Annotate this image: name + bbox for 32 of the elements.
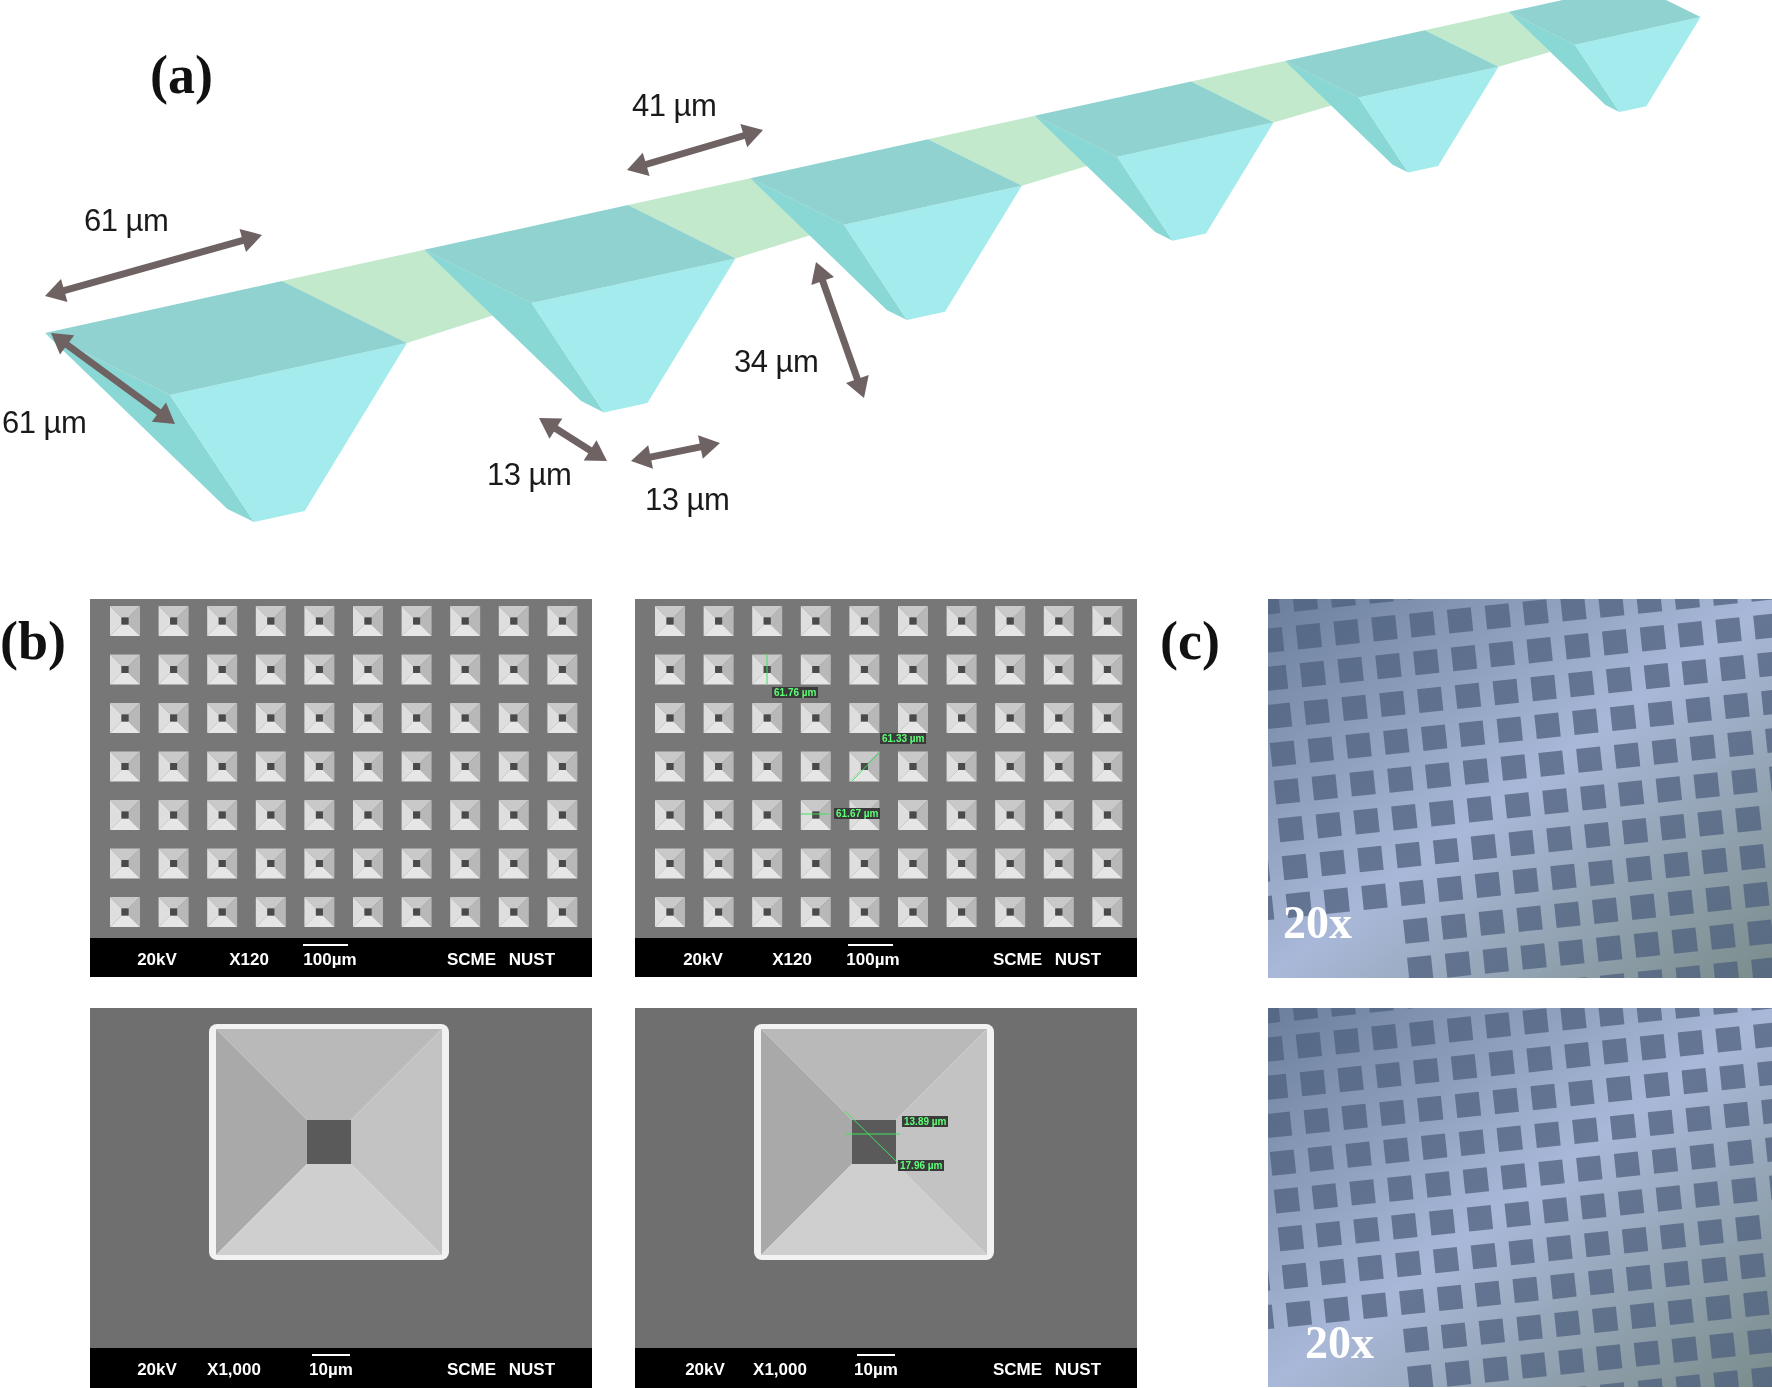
institution-text: SCME NUST [446, 1360, 556, 1380]
dimension-label: 61 µm [2, 406, 87, 441]
measurement-label: 61.33 µm [880, 733, 927, 744]
dimension-label: 13 µm [487, 458, 572, 493]
scale-bar-label: 10µm [309, 1360, 353, 1380]
dimension-label: 61 µm [84, 204, 169, 239]
panel-label: (c) [1160, 612, 1220, 672]
measurement-label: 17.96 µm [898, 1160, 945, 1171]
institution-text: SCME NUST [446, 950, 556, 970]
voltage-text: 20kV [685, 1360, 725, 1380]
institution-text: SCME NUST [992, 950, 1102, 970]
magnification-text: X1,000 [753, 1360, 807, 1380]
dimension-label: 13 µm [645, 483, 730, 518]
measurement-label: 61.76 µm [772, 687, 819, 698]
voltage-text: 20kV [683, 950, 723, 970]
magnification-text: X1,000 [207, 1360, 261, 1380]
magnification-label: 20x [1283, 898, 1352, 949]
voltage-text: 20kV [137, 1360, 177, 1380]
dimension-label: 41 µm [632, 89, 717, 124]
measurement-label: 13.89 µm [902, 1116, 949, 1127]
scale-bar-label: 100µm [846, 950, 900, 970]
panel-label: (b) [0, 612, 66, 672]
measurement-label: 61.67 µm [834, 808, 881, 819]
dimension-label: 34 µm [734, 345, 819, 380]
magnification-text: X120 [772, 950, 812, 970]
scale-bar-label: 100µm [303, 950, 357, 970]
scale-bar-label: 10µm [854, 1360, 898, 1380]
institution-text: SCME NUST [992, 1360, 1102, 1380]
magnification-text: X120 [229, 950, 269, 970]
magnification-label: 20x [1305, 1318, 1374, 1369]
panel-label: (a) [150, 46, 213, 106]
voltage-text: 20kV [137, 950, 177, 970]
